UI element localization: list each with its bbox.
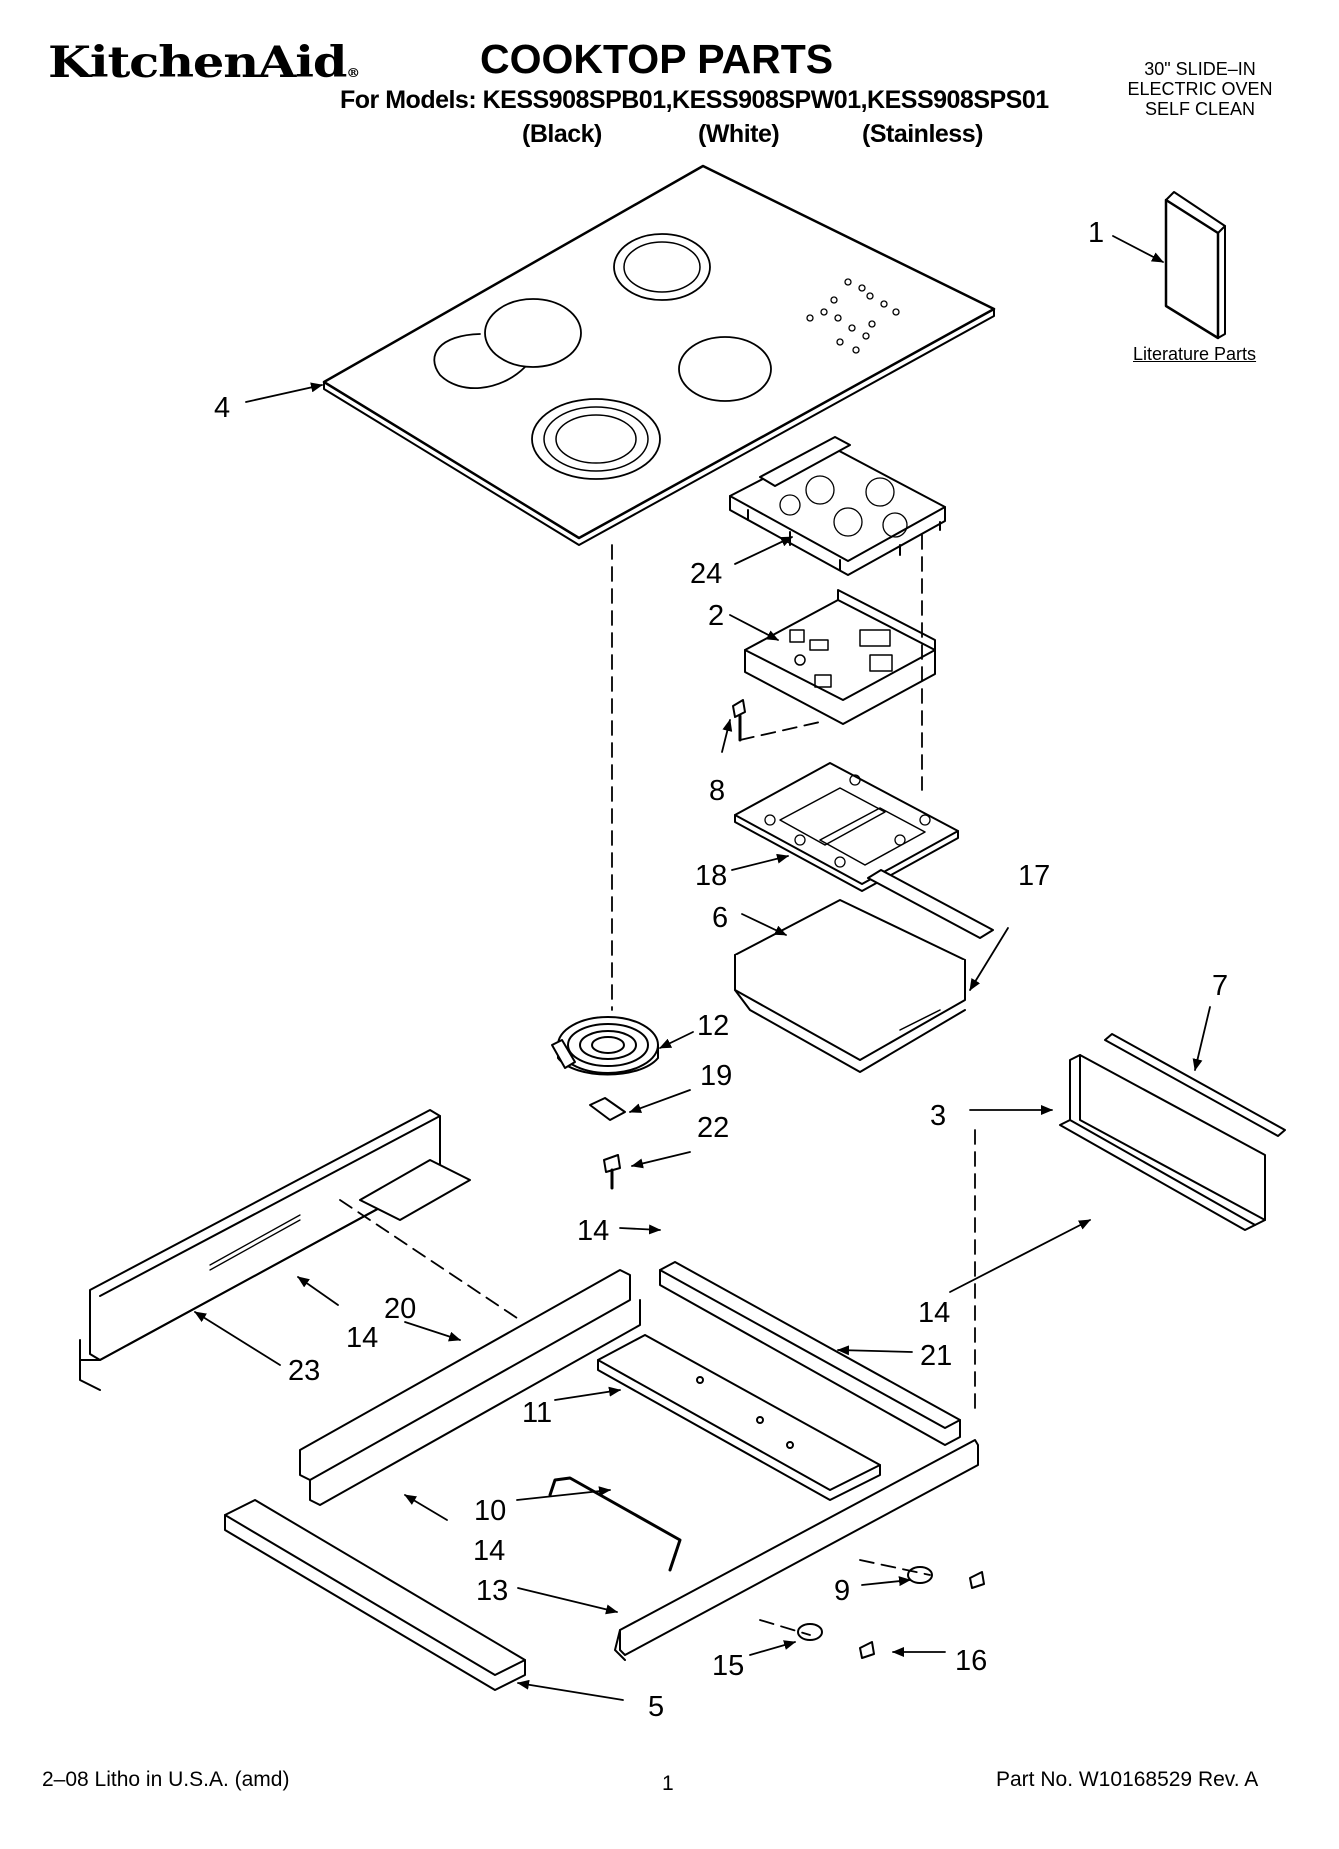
left-side-bracket (79, 1109, 471, 1391)
brand-logo: KitchenAid® (48, 38, 360, 88)
wire-bracket (548, 1476, 682, 1572)
callout-number: 14 (473, 1535, 505, 1567)
insulation-strip (867, 869, 994, 939)
part-number: Part No. W10168529 Rev. A (996, 1768, 1259, 1791)
element-clip (589, 1097, 626, 1121)
radiant-surface-element (551, 1016, 659, 1076)
front-frame (614, 1439, 979, 1661)
oven-type-line: 30" SLIDE–IN (1144, 59, 1256, 79)
oven-type-line: ELECTRIC OVEN (1127, 79, 1273, 99)
callout-number: 2 (708, 600, 724, 632)
callout-number: 8 (709, 775, 725, 807)
footer-print-info: 2–08 Litho in U.S.A. (amd) (42, 1768, 290, 1791)
callout-number: 10 (474, 1495, 506, 1527)
callout-number: 20 (384, 1293, 416, 1325)
callout-number: 11 (522, 1397, 552, 1429)
callout-number: 1 (1088, 217, 1104, 249)
side-rail (299, 1269, 641, 1506)
callout-number: 23 (288, 1355, 320, 1387)
screw (732, 699, 746, 742)
page-number: 1 (662, 1772, 674, 1795)
callout-number: 22 (697, 1112, 729, 1144)
screw (603, 1154, 621, 1190)
callout-number: 7 (1212, 970, 1228, 1002)
callout-number: 12 (697, 1010, 729, 1042)
callout-number: 19 (700, 1060, 732, 1092)
rear-bracket (1059, 1054, 1266, 1231)
control-housing (729, 436, 946, 576)
screw (859, 1571, 985, 1659)
variant-white: (White) (698, 120, 780, 148)
callout-number: 16 (955, 1645, 987, 1677)
variant-black: (Black) (522, 120, 602, 148)
callout-number: 13 (476, 1575, 508, 1607)
callout-number: 3 (930, 1100, 946, 1132)
callout-number: 15 (712, 1650, 744, 1682)
oven-type-note: 30" SLIDE–IN ELECTRIC OVEN SELF CLEAN (1090, 59, 1310, 119)
callout-number: 17 (1018, 860, 1050, 892)
literature-booklet (1164, 191, 1226, 340)
callout-number: 14 (346, 1322, 378, 1354)
oven-type-line: SELF CLEAN (1144, 99, 1256, 119)
brand-name: KitchenAid (48, 38, 347, 88)
burner-box (734, 899, 966, 1073)
callout-number: 4 (214, 392, 230, 424)
center-channel (597, 1334, 881, 1501)
glass-cooktop (322, 164, 996, 546)
control-board-tray (744, 589, 936, 725)
variant-stainless: (Stainless) (862, 120, 983, 148)
callout-number: 6 (712, 902, 728, 934)
literature-parts-label: Literature Parts (1133, 344, 1257, 364)
brand-mark: ® (346, 66, 360, 80)
callout-number: 14 (918, 1297, 950, 1329)
callout-number: 9 (834, 1575, 850, 1607)
page-title: COOKTOP PARTS (480, 36, 834, 82)
models-line: For Models: KESS908SPB01,KESS908SPW01,KE… (340, 86, 1049, 114)
bottom-rail (224, 1499, 526, 1691)
leveling-cam (797, 1623, 823, 1641)
callout-number: 14 (577, 1215, 609, 1247)
callout-number: 24 (690, 558, 722, 590)
mounting-plate (734, 762, 959, 892)
callout-number: 18 (695, 860, 727, 892)
callout-number: 5 (648, 1691, 664, 1723)
callout-number: 21 (920, 1340, 952, 1372)
front-support-bar (659, 1261, 961, 1446)
rear-trim-strip (1104, 1033, 1286, 1137)
